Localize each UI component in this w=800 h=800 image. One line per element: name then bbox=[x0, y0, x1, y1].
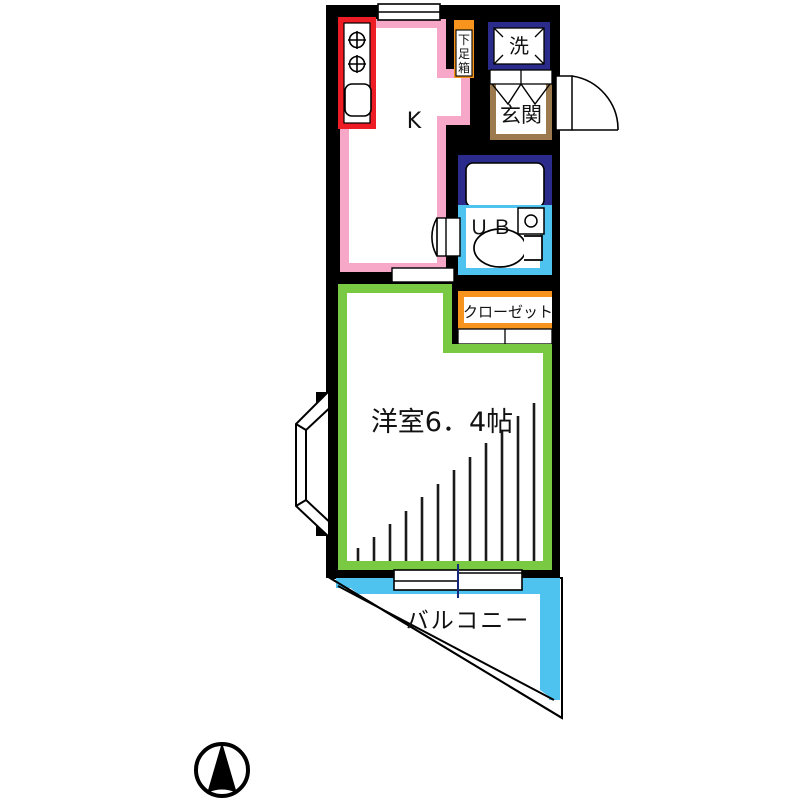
shoe-box-label-char-1: 下 bbox=[458, 33, 470, 47]
main-room: 洋室6．4帖 bbox=[295, 284, 552, 598]
washer-tray bbox=[493, 27, 545, 65]
balcony-label: バルコニー bbox=[406, 608, 531, 634]
shoe-box-interior bbox=[455, 29, 473, 77]
unit-bath: ＵＢ bbox=[445, 155, 552, 275]
north-arrow-icon bbox=[194, 742, 250, 798]
closet-label: クローゼット bbox=[463, 303, 553, 321]
washer-space: 洗 bbox=[488, 22, 550, 70]
unit-bath-door bbox=[445, 217, 461, 257]
bathtub-icon bbox=[465, 162, 545, 208]
balcony-sliding-door bbox=[393, 564, 523, 598]
bay-window-joint-bottom bbox=[295, 499, 307, 507]
kitchen-room: K bbox=[338, 3, 470, 312]
main-room-interior bbox=[347, 293, 543, 561]
sloped-ceiling-hatching bbox=[356, 403, 536, 561]
bay-window-bottom-edge bbox=[327, 527, 337, 537]
kitchen-sink-icon bbox=[344, 83, 372, 117]
closet-interior bbox=[464, 297, 552, 323]
bay-window-top-edge bbox=[327, 391, 337, 403]
main-room-label: 洋室6．4帖 bbox=[371, 407, 513, 438]
shoe-box-label-char-3: 箱 bbox=[458, 60, 470, 75]
bay-window bbox=[295, 391, 337, 537]
washer-label: 洗 bbox=[509, 34, 529, 58]
front-door bbox=[555, 75, 619, 131]
toilet-icon bbox=[473, 228, 543, 268]
entrance-interior bbox=[496, 76, 546, 134]
bay-window-joint-top bbox=[295, 423, 307, 431]
kitchen-label: K bbox=[407, 109, 422, 134]
balcony-outer-diagonal bbox=[329, 577, 563, 719]
unit-bath-label: ＵＢ bbox=[469, 215, 515, 239]
kitchen-interior bbox=[349, 28, 461, 263]
balcony-right-rail bbox=[549, 578, 560, 700]
gas-stove-icon bbox=[348, 31, 366, 73]
shoe-box-label-char-2: 足 bbox=[458, 47, 470, 61]
compass-needle bbox=[207, 742, 237, 793]
entrance-label: 玄関 bbox=[500, 103, 542, 127]
bay-window-inner bbox=[305, 401, 337, 529]
shoe-box: 下 足 箱 bbox=[454, 20, 474, 78]
washer-corner-marks bbox=[493, 27, 545, 65]
basin-bowl-icon bbox=[524, 214, 538, 228]
kitchen-window bbox=[377, 3, 441, 21]
entrance-area: 玄関 bbox=[489, 69, 619, 140]
entrance-inner-door bbox=[489, 69, 553, 106]
